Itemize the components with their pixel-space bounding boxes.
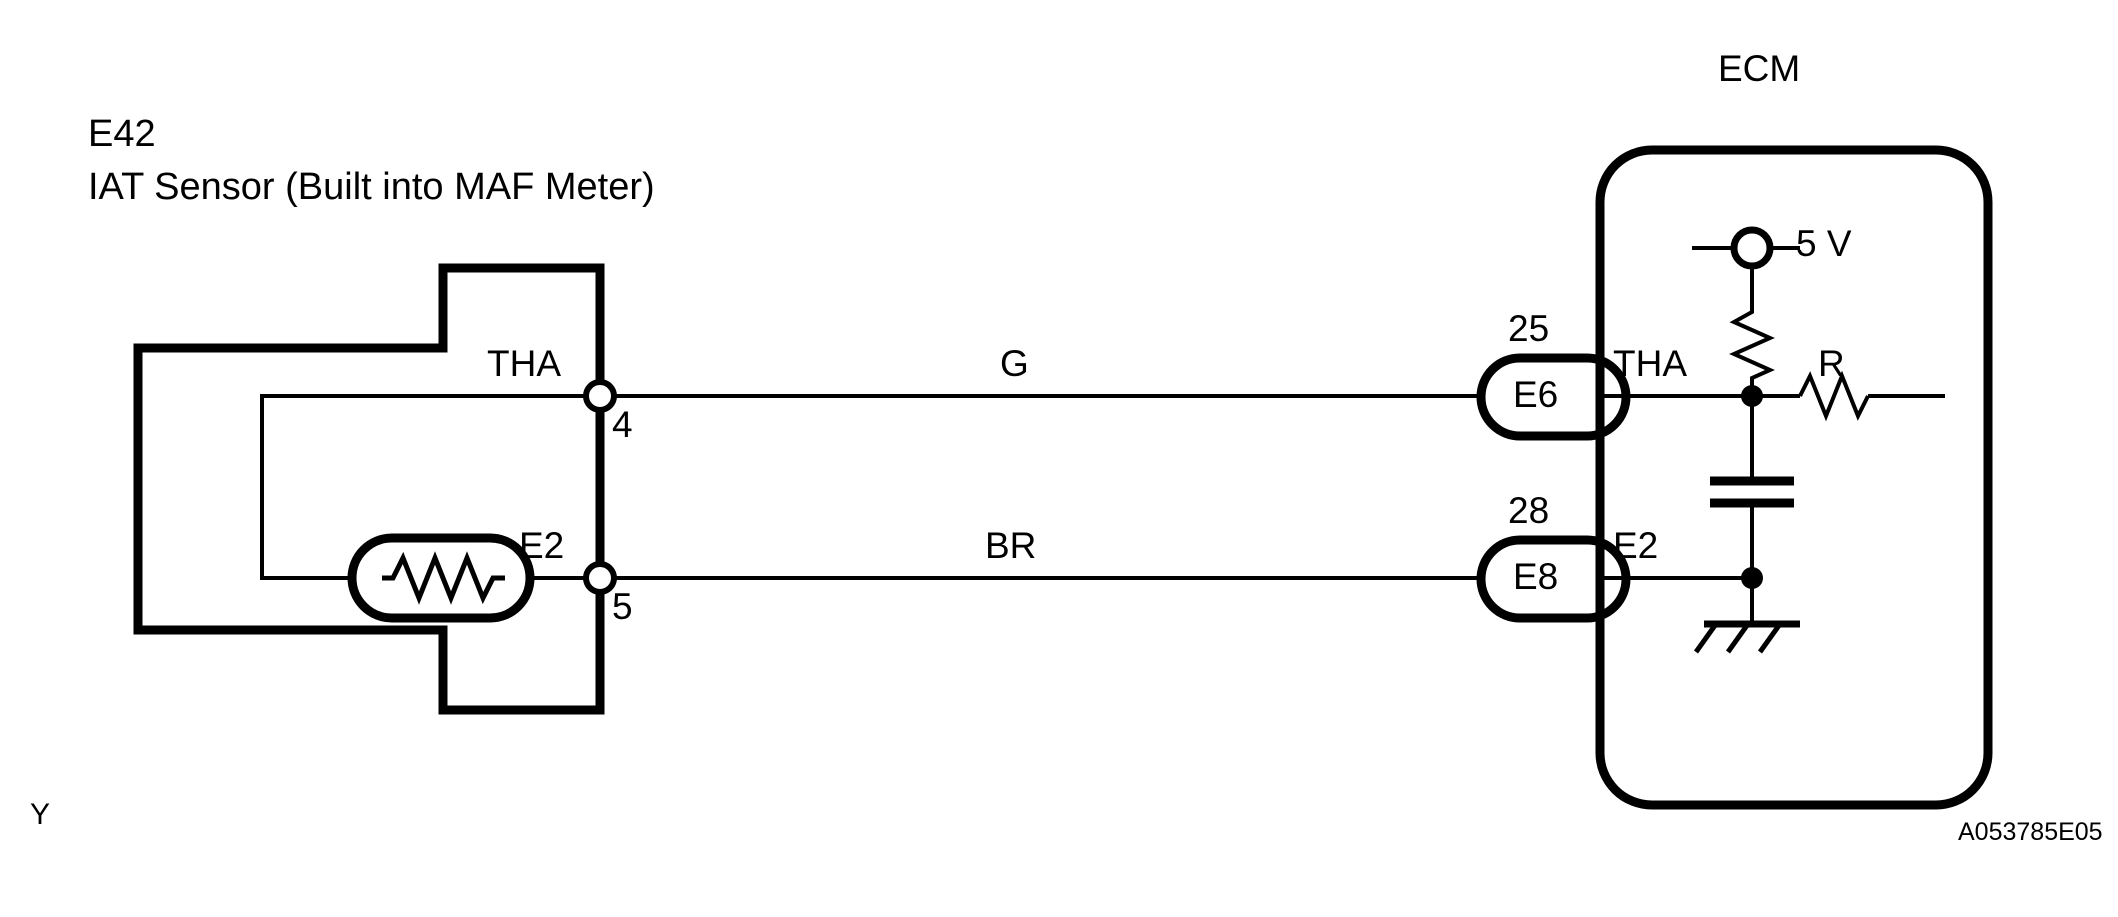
ecm-title-label: ECM — [1718, 48, 1801, 89]
connector-e6-name-label: E6 — [1513, 374, 1559, 415]
connector-e8-name-label: E8 — [1513, 556, 1559, 597]
terminal-pin-4 — [583, 379, 617, 413]
wire-g-label: G — [1000, 343, 1029, 384]
chassis-ground-hatch-2-icon — [1725, 622, 1751, 654]
sensor-pin-4-label: 4 — [612, 404, 633, 445]
thermistor-body — [347, 533, 535, 623]
pullup-resistor-icon — [1729, 304, 1775, 386]
thermistor-zigzag-icon — [382, 551, 505, 605]
sensor-pin-5-label: 5 — [612, 586, 633, 627]
supply-5v-label: 5 V — [1796, 223, 1852, 264]
sensor-terminal-e2-label: E2 — [519, 525, 565, 566]
sensor-internal-wire — [260, 394, 593, 580]
reference-code-label: A053785E05 — [1958, 818, 2103, 846]
chassis-ground-hatch-3-icon — [1757, 622, 1783, 654]
ecm-signal-tha-label: THA — [1613, 343, 1687, 384]
page-marker-label: Y — [30, 798, 51, 831]
ecm-signal-e2-label: E2 — [1613, 525, 1659, 566]
ecm-box — [1595, 145, 1993, 810]
connector-e6-pin-label: 25 — [1508, 308, 1550, 349]
chassis-ground-hatch-1-icon — [1693, 622, 1719, 654]
supply-5v-terminal-icon — [1730, 226, 1774, 270]
terminal-pin-5 — [583, 561, 617, 595]
series-resistor-r-icon — [1798, 370, 1870, 422]
sensor-name-label: IAT Sensor (Built into MAF Meter) — [88, 166, 655, 208]
connector-e8-pin-label: 28 — [1508, 490, 1550, 531]
series-resistor-label: R — [1818, 343, 1845, 384]
sensor-terminal-tha-label: THA — [487, 343, 561, 384]
sensor-connector-outline — [133, 263, 605, 715]
wire-br-label: BR — [985, 525, 1037, 566]
sensor-code-label: E42 — [88, 113, 156, 155]
